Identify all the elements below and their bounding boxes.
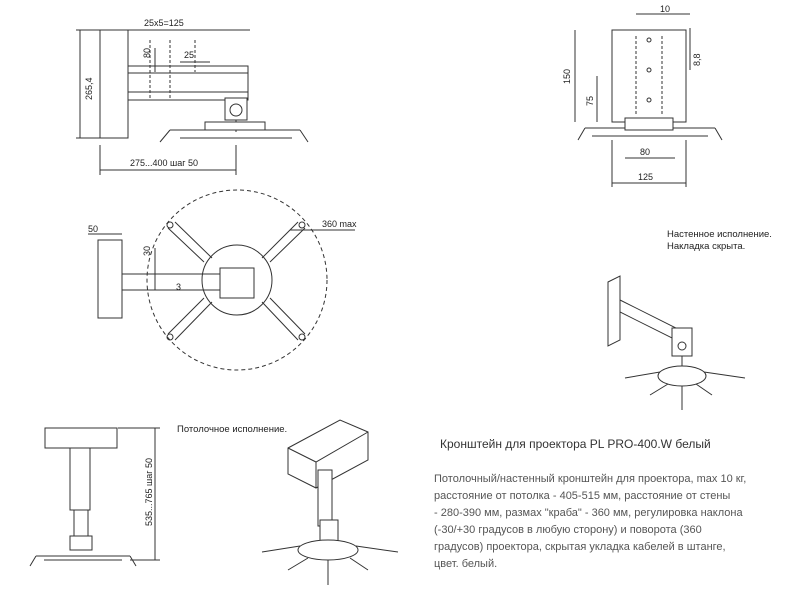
dim-80: 80 [142,48,152,58]
dim-360-max: 360 max [322,219,357,229]
product-description: Потолочный/настенный кронштейн для проек… [434,471,794,573]
dim-8-8: 8,8 [692,53,702,66]
top-view-drawing [88,189,355,371]
ceiling-version-note: Потолочное исполнение. [177,424,288,435]
dimension-labels: 25x5=125 80 25 265,4 275...400 шаг 50 10… [84,4,702,526]
description-line-4: (-30/+30 градусов в любую сторону) и пов… [434,524,702,536]
description-line-3: - 280-390 мм, размах "краба" - 360 мм, р… [434,507,743,519]
product-title: Кронштейн для проектора PL PRO-400.W бел… [440,437,711,451]
description-line-5: градусов) проектора, скрытая укладка каб… [434,541,726,553]
wall-version-note: Настенное исполнение. Накладка скрыта. [667,229,772,253]
dim-80b: 80 [640,147,650,157]
wall-mount-iso-drawing [607,275,746,410]
dim-25: 25 [184,50,194,60]
dim-height: 265,4 [84,77,94,100]
dim-drop: 535...765 шаг 50 [144,458,154,526]
dim-50: 50 [88,224,98,234]
wall-note-line-1: Настенное исполнение. [667,229,772,240]
description-line-1: Потолочный/настенный кронштейн для проек… [434,473,747,485]
description-line-2: расстояние от потолка - 405-515 мм, расс… [434,490,731,502]
dim-pitch: 25x5=125 [144,18,184,28]
description-line-6: цвет. белый. [434,558,498,570]
dim-75: 75 [585,96,595,106]
dim-reach: 275...400 шаг 50 [130,158,198,168]
dim-30: 30 [142,246,152,256]
front-view-drawing [574,13,723,187]
side-view-drawing [76,29,309,175]
wall-note-line-2: Накладка скрыта. [667,241,746,252]
ceiling-iso-drawing [261,419,399,585]
dim-3: 3 [176,282,181,292]
dim-125: 125 [638,172,653,182]
ceiling-side-drawing [29,427,160,567]
dim-10: 10 [660,4,670,14]
dim-150: 150 [562,69,572,84]
